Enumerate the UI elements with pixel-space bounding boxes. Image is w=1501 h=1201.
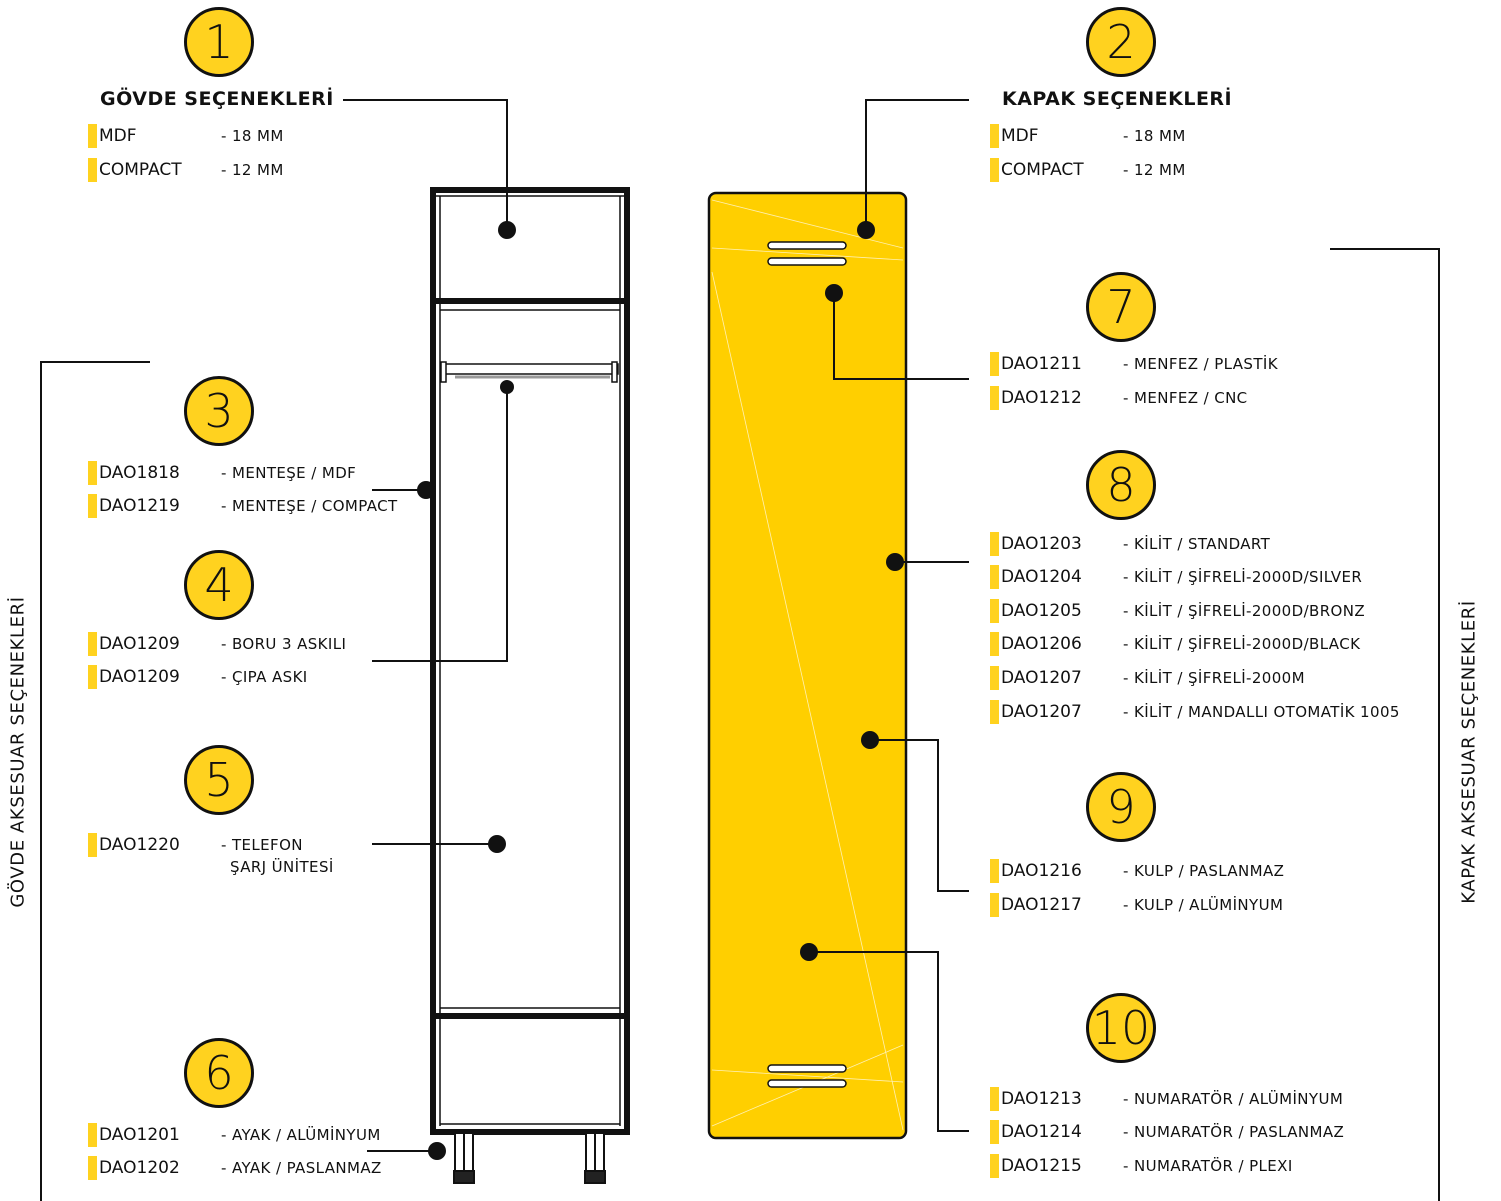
badge-4: 4 [184,550,254,620]
callout-dots [417,221,904,1160]
list-item: DAO1204- KİLİT / ŞİFRELİ-2000D/SILVER [990,563,1420,589]
side-label-kapak-aksesuar: KAPAK AKSESUAR SEÇENEKLERİ [1458,600,1480,904]
list-item: DAO1203- KİLİT / STANDART [990,530,1420,556]
list-item: DAO1216- KULP / PASLANMAZ [990,857,1410,883]
list-item: DAO1201- AYAK / ALÜMİNYUM [88,1121,418,1147]
heading-kapak-secenekleri: KAPAK SEÇENEKLERİ [1002,88,1233,110]
list-item: DAO1209- ÇIPA ASKI [88,663,418,689]
badge-5: 5 [184,745,254,815]
list-item: DAO1214- NUMARATÖR / PASLANMAZ [990,1118,1410,1144]
list-item: DAO1209- BORU 3 ASKILI [88,630,418,656]
badge-9: 9 [1086,772,1156,842]
locker-legs [453,1132,606,1184]
list-item: DAO1202- AYAK / PASLANMAZ [88,1154,418,1180]
list-item: DAO1818- MENTEŞE / MDF [88,459,418,485]
badge-2: 2 [1086,7,1156,77]
list-item: DAO1212- MENFEZ / CNC [990,384,1410,410]
badge-1: 1 [184,7,254,77]
list-item: MDF- 18 MM [990,122,1240,148]
vent-slots-bottom [767,1064,847,1088]
badge-6: 6 [184,1038,254,1108]
badge-7: 7 [1086,272,1156,342]
list-item: DAO1219- MENTEŞE / COMPACT [88,492,418,518]
list-item: DAO1205- KİLİT / ŞİFRELİ-2000D/BRONZ [990,597,1420,623]
heading-govde-secenekleri: GÖVDE SEÇENEKLERİ [100,88,334,110]
badge-10: 10 [1086,993,1156,1063]
list-item: COMPACT- 12 MM [990,156,1240,182]
list-item: DAO1213- NUMARATÖR / ALÜMİNYUM [990,1085,1410,1111]
list-item: DAO1215- NUMARATÖR / PLEXI [990,1152,1410,1178]
list-item: DAO1207- KİLİT / ŞİFRELİ-2000M [990,664,1420,690]
locker-door [707,191,908,1140]
side-label-govde-aksesuar: GÖVDE AKSESUAR SEÇENEKLERİ [7,596,29,908]
badge-3: 3 [184,376,254,446]
list-item: DAO1217- KULP / ALÜMİNYUM [990,891,1410,917]
badge-8: 8 [1086,450,1156,520]
hanger-rail [440,361,619,383]
vent-slots-top [767,241,847,266]
list-item: DAO1220- TELEFON ŞARJ ÜNİTESİ [88,831,418,881]
list-item: DAO1211- MENFEZ / PLASTİK [990,350,1410,376]
callout-leaders [343,99,969,1152]
side-brackets [40,248,1440,1201]
list-item: DAO1206- KİLİT / ŞİFRELİ-2000D/BLACK [990,630,1420,656]
list-item: MDF- 18 MM [88,122,338,148]
list-item: COMPACT- 12 MM [88,156,338,182]
list-item: DAO1207- KİLİT / MANDALLI OTOMATİK 1005 [990,698,1420,724]
